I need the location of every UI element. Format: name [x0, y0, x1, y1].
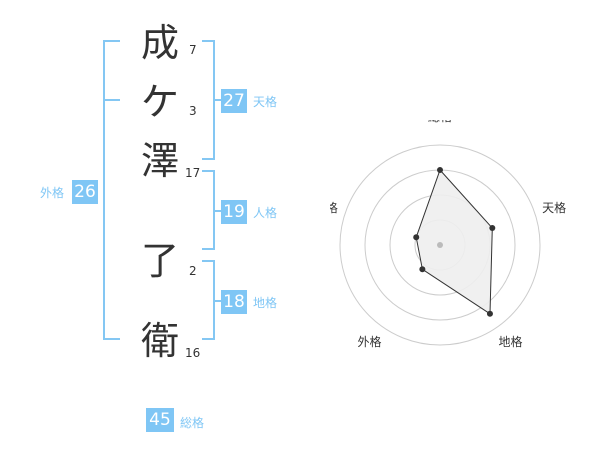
radar-center-dot	[437, 242, 443, 248]
stroke-count-5: 16	[185, 346, 201, 360]
radar-ring-4	[339, 144, 541, 346]
radar-axis-label-3: 地格	[499, 334, 523, 349]
radar-axis-label-5: 人格	[330, 200, 338, 215]
jinkaku-score-badge: 19	[221, 200, 247, 224]
radar-point-5	[413, 234, 420, 241]
jinkaku-bracket-top	[202, 170, 215, 172]
radar-area	[415, 169, 493, 315]
jinkaku-bracket-bottom	[202, 248, 215, 250]
radar-axis-label-1: 総格	[428, 120, 452, 124]
gaikaku-bracket-bottom	[103, 338, 120, 340]
gaikaku-bracket-mid	[103, 99, 120, 101]
name-char-5: 衛	[140, 319, 179, 363]
tenkaku-bracket-top	[202, 40, 215, 42]
name-char-2: ケ	[140, 80, 179, 124]
radar-axis-label-4: 外格	[357, 334, 381, 349]
chikaku-bracket-top	[202, 260, 215, 262]
stroke-count-2: 3	[189, 104, 197, 118]
stroke-count-1: 7	[189, 43, 197, 57]
tenkaku-score-badge: 27	[221, 89, 247, 113]
tenkaku-bracket-bottom	[202, 158, 215, 160]
radar-point-3	[486, 310, 493, 317]
radar-axis-label-2: 天格	[542, 200, 566, 215]
name-char-4: 了	[140, 239, 179, 283]
radar-point-1	[437, 167, 443, 173]
stroke-count-3: 17	[185, 166, 201, 180]
stroke-count-4: 2	[189, 264, 197, 278]
gaikaku-bracket-top	[103, 40, 120, 42]
chikaku-label: 地格	[253, 296, 278, 310]
tenkaku-label: 天格	[253, 95, 278, 109]
gaikaku-label: 外格	[40, 186, 65, 200]
chikaku-connector	[213, 300, 221, 302]
name-char-3: 澤	[140, 139, 179, 183]
radar-point-2	[489, 225, 496, 232]
tenkaku-connector	[213, 99, 221, 101]
gaikaku-score-badge: 26	[72, 180, 98, 204]
name-char-1: 成	[140, 21, 179, 65]
gaikaku-bracket	[103, 40, 105, 340]
chikaku-bracket-bottom	[202, 338, 215, 340]
jinkaku-connector	[213, 210, 221, 212]
radar-point-4	[419, 266, 426, 273]
jinkaku-label: 人格	[253, 206, 278, 220]
soukaku-label: 総格	[180, 416, 205, 430]
chikaku-score-badge: 18	[221, 290, 247, 314]
soukaku-score-badge: 45	[146, 408, 174, 432]
